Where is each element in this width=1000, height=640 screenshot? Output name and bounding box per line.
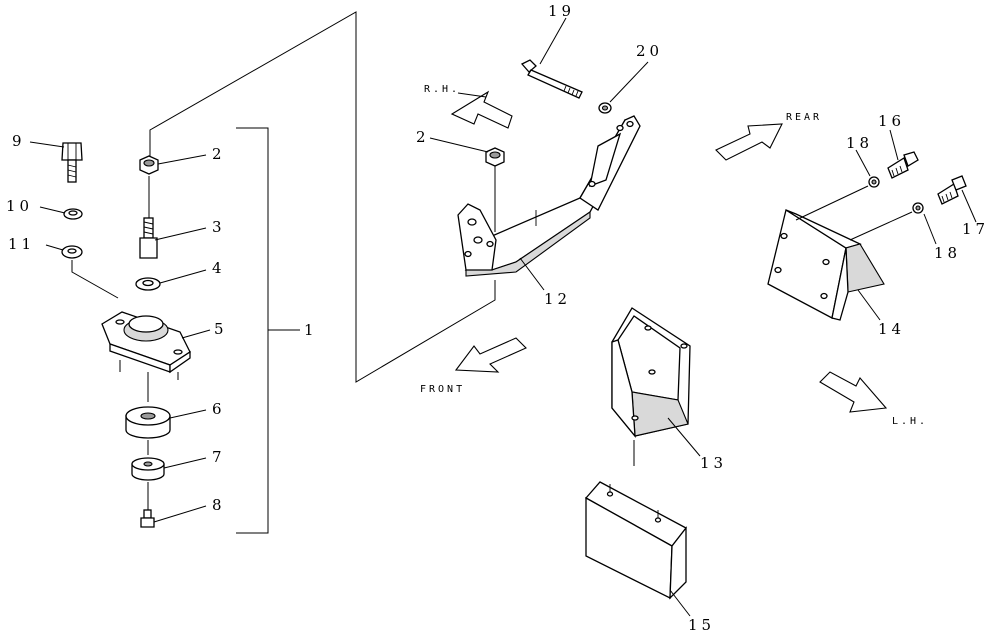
bolt-9 <box>61 142 83 183</box>
callout-3: 3 <box>212 218 226 236</box>
rh-arrow <box>450 90 513 129</box>
callout-8: 8 <box>212 496 226 514</box>
rh-label-lead <box>457 92 487 98</box>
lh-label: L.H. <box>892 416 928 427</box>
rh-label: R.H. <box>424 84 460 95</box>
leader-18-lower <box>923 213 937 245</box>
nut-2-left <box>139 155 159 175</box>
leader-11 <box>45 244 64 251</box>
leader-3 <box>154 227 207 241</box>
front-arrow <box>454 337 527 373</box>
callout-13: 13 <box>700 454 727 472</box>
leader-5 <box>181 329 211 339</box>
leader-18-upper <box>855 149 871 177</box>
callout-19: 19 <box>548 2 575 20</box>
angle-plate-14 <box>767 208 885 321</box>
long-bolt-19 <box>520 59 583 99</box>
cushion-6 <box>125 406 171 439</box>
callout-10: 10 <box>6 197 33 215</box>
callout-11: 11 <box>8 235 35 253</box>
bolt-16-axis <box>795 185 869 221</box>
group-bracket <box>236 127 269 534</box>
leader-19 <box>539 17 567 65</box>
callout-4: 4 <box>212 259 226 277</box>
callout-12: 12 <box>544 290 571 308</box>
callout-17: 17 <box>962 220 989 238</box>
lh-arrow <box>819 371 888 413</box>
callout-5: 5 <box>214 320 228 338</box>
rear-arrow <box>715 123 783 161</box>
assembly-connector-line <box>149 11 496 383</box>
callout-18-lower: 18 <box>934 244 961 262</box>
callout-6: 6 <box>212 400 226 418</box>
leader-15 <box>669 589 691 617</box>
stud-3 <box>139 217 158 259</box>
screw-8 <box>140 509 155 528</box>
leader-14 <box>857 289 881 321</box>
bolt-16 <box>887 151 919 179</box>
leader-16 <box>889 129 899 161</box>
leader-13 <box>667 417 701 457</box>
callout-7: 7 <box>212 448 226 466</box>
washer-4 <box>135 277 161 291</box>
callout-14: 14 <box>878 320 905 338</box>
leader-20 <box>609 61 649 103</box>
washer-18-upper <box>868 176 880 188</box>
callout-15: 15 <box>688 616 715 634</box>
leader-8 <box>153 505 207 523</box>
bolt-17 <box>937 175 967 205</box>
callout-2-center: 2 <box>416 128 430 146</box>
block-15 <box>584 481 687 600</box>
lock-washer-10 <box>63 208 83 220</box>
leader-10 <box>39 206 66 214</box>
flat-washer-11 <box>61 245 83 259</box>
callout-2-left: 2 <box>212 145 226 163</box>
leader-2-center <box>429 137 489 153</box>
washer-to-mount-line <box>71 260 119 299</box>
leader-6 <box>169 409 207 419</box>
callout-20: 20 <box>636 42 663 60</box>
leader-9 <box>29 141 65 148</box>
leader-7 <box>163 457 207 469</box>
box-bracket-13 <box>611 307 691 438</box>
support-bracket-12 <box>457 115 641 277</box>
lock-washer-20 <box>598 102 612 114</box>
leader-17 <box>961 189 977 223</box>
isolator-mount-5 <box>101 311 191 374</box>
snubber-7 <box>131 457 165 481</box>
washer-18-lower <box>912 202 924 214</box>
rear-label: REAR <box>786 112 822 123</box>
leader-12 <box>519 257 545 291</box>
nut-2-center <box>485 147 505 167</box>
callout-18-upper: 18 <box>846 134 873 152</box>
leader-2-left <box>157 154 207 165</box>
callout-9: 9 <box>12 132 26 150</box>
bolt-17-axis <box>849 211 913 241</box>
callout-16: 16 <box>878 112 905 130</box>
leader-4 <box>159 269 207 284</box>
front-label: FRONT <box>420 384 465 395</box>
callout-1: 1 <box>304 321 318 339</box>
